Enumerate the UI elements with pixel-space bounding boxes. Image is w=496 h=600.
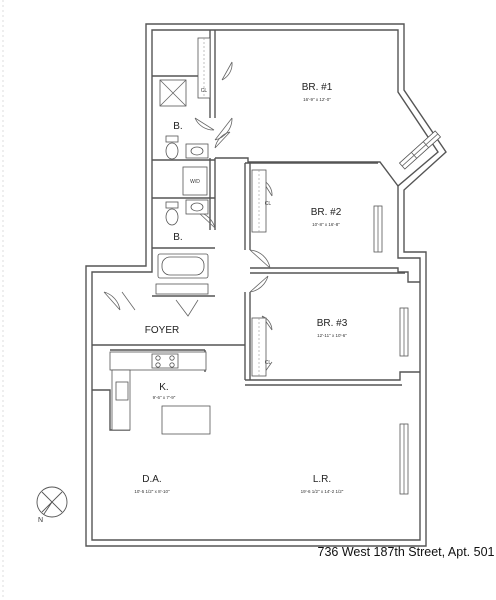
br1-dims: 16'-9" x 12'-0" — [303, 97, 331, 102]
kitchen-fixtures — [109, 351, 211, 435]
kitchen-name: K. — [159, 382, 168, 393]
foyer-name: FOYER — [145, 325, 179, 336]
living-dims: 19'-6 1/2" x 14'-2 1/2" — [301, 489, 344, 494]
north-arrow-icon — [36, 486, 68, 518]
dining-dims: 10'-5 1/2" x 8'-10" — [134, 489, 170, 494]
doors — [103, 61, 273, 377]
br1-name: BR. #1 — [302, 82, 333, 93]
closet-label-hall: W/D — [190, 179, 200, 185]
closet-label-br3: CL — [265, 360, 272, 366]
windows — [373, 130, 442, 495]
bath1-name: B. — [173, 121, 182, 132]
bath-fixtures — [155, 79, 209, 295]
closet-label-br1: CL — [201, 88, 208, 94]
closet-label-br2: CL — [265, 201, 272, 207]
kitchen-dims: 9'-6" x 7'-9" — [153, 395, 176, 400]
br2-dims: 10'-8" x 16'-8" — [312, 222, 340, 227]
north-label: N — [38, 517, 43, 524]
dining-name: D.A. — [142, 474, 161, 485]
exterior-walls — [85, 23, 447, 547]
address: 736 West 187th Street, Apt. 501 — [318, 545, 495, 559]
bath2-name: B. — [173, 232, 182, 243]
living-name: L.R. — [313, 474, 331, 485]
closets — [182, 37, 267, 377]
br2-name: BR. #2 — [311, 207, 342, 218]
br3-name: BR. #3 — [317, 318, 348, 329]
br3-dims: 12'-11" x 10'-6" — [317, 333, 347, 338]
